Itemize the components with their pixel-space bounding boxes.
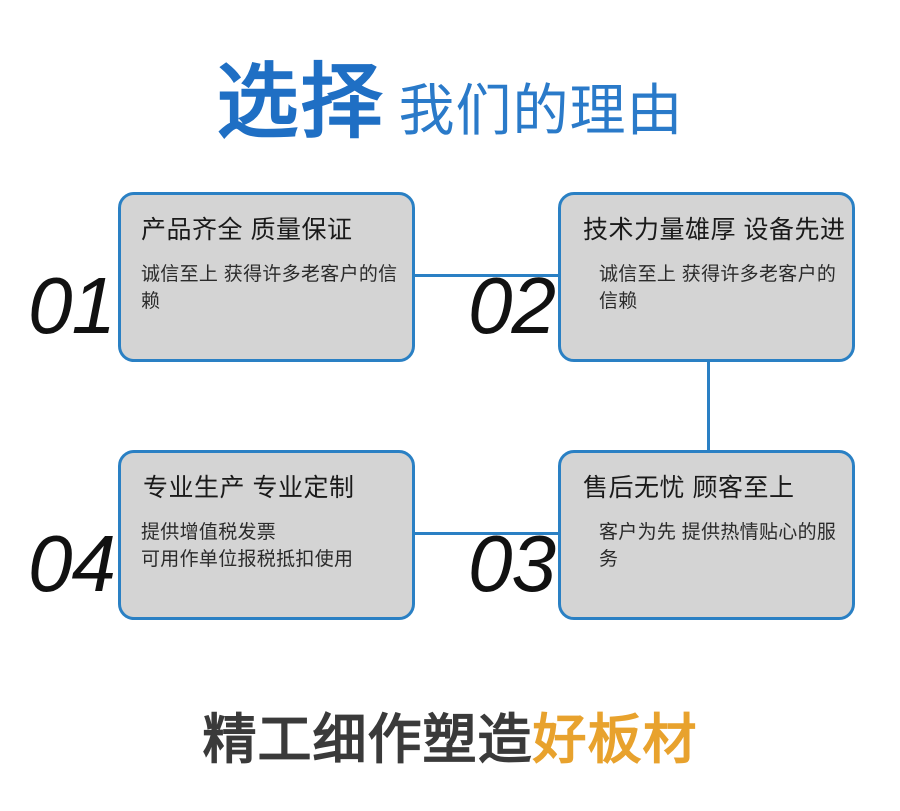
- feature-card-04[interactable]: 专业生产 专业定制 提供增值税发票 可用作单位报税抵扣使用: [118, 450, 415, 620]
- feature-card-01[interactable]: 产品齐全 质量保证 诚信至上 获得许多老客户的信赖: [118, 192, 415, 362]
- feature-card-03-title: 售后无忧 顾客至上: [583, 474, 795, 502]
- feature-card-03[interactable]: 售后无忧 顾客至上 客户为先 提供热情贴心的服务: [558, 450, 855, 620]
- feature-card-01-body: 诚信至上 获得许多老客户的信赖: [141, 263, 398, 313]
- feature-card-03-body: 客户为先 提供热情贴心的服务: [599, 521, 837, 571]
- footer-slogan: 精工细作塑造好板材: [0, 700, 900, 780]
- feature-card-02-title: 技术力量雄厚 设备先进: [583, 216, 846, 244]
- feature-card-01-title: 产品齐全 质量保证: [141, 216, 353, 244]
- footer-slogan-accent: 好板材: [532, 710, 698, 770]
- footer-slogan-primary: 精工细作塑造: [202, 710, 533, 770]
- feature-card-04-body-line-2: 可用作单位报税抵扣使用: [141, 549, 354, 571]
- step-number-01: 01: [28, 261, 116, 350]
- connector-line-04-to-03: [412, 532, 561, 535]
- step-number-02: 02: [468, 261, 556, 350]
- page-title: 选择我们的理由: [0, 48, 900, 158]
- feature-card-04-body-line-1: 提供增值税发票: [141, 521, 277, 543]
- connector-line-02-to-03: [707, 360, 710, 452]
- feature-card-02-body: 诚信至上 获得许多老客户的信赖: [599, 263, 837, 313]
- feature-card-04-body: 提供增值税发票 可用作单位报税抵扣使用: [141, 519, 398, 574]
- page-title-subtext: 我们的理由: [398, 79, 684, 142]
- connector-line-01-to-02: [412, 274, 561, 277]
- step-number-04: 04: [28, 519, 116, 608]
- feature-card-02[interactable]: 技术力量雄厚 设备先进 诚信至上 获得许多老客户的信赖: [558, 192, 855, 362]
- page-title-emphasis: 选择: [216, 57, 385, 148]
- feature-card-04-title: 专业生产 专业定制: [143, 474, 355, 502]
- step-number-03: 03: [468, 519, 556, 608]
